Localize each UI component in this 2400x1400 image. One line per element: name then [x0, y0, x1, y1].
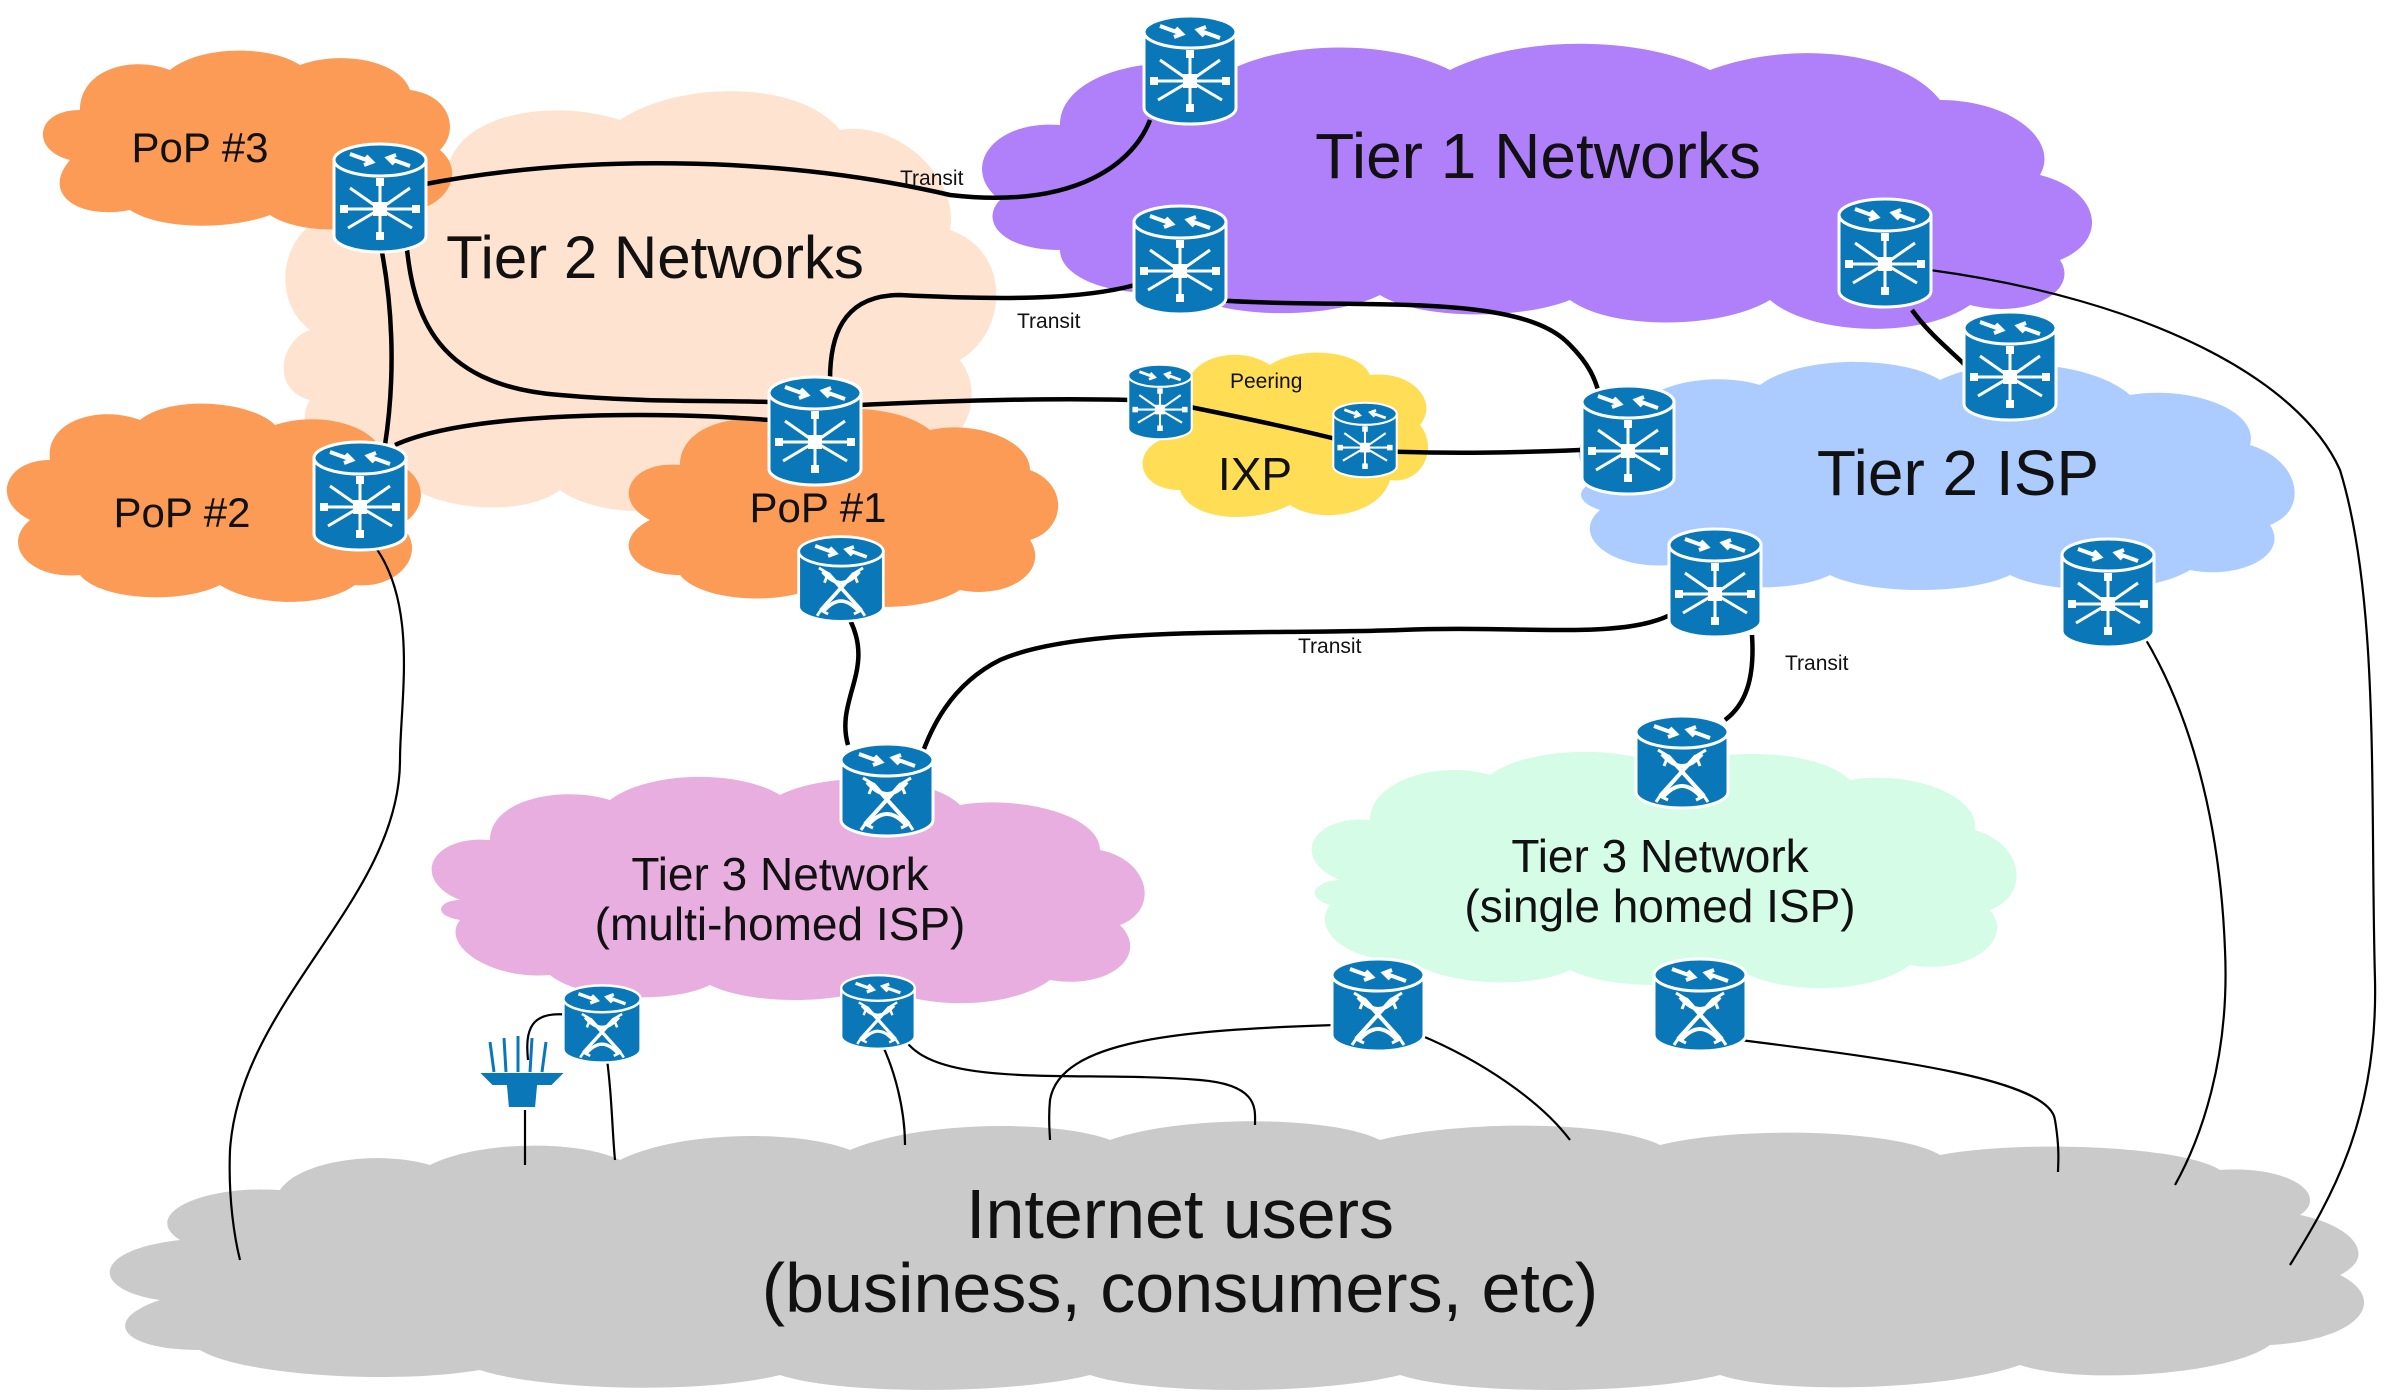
router-icon: [1331, 401, 1399, 479]
link-tier2isp-router-internet: [2139, 629, 2227, 1186]
router-icon: [767, 375, 863, 487]
router-icon: [1142, 14, 1238, 126]
tier2-isp-label: Tier 2 ISP: [1817, 437, 2099, 509]
link-t3m-switch-b-internet-2: [904, 1039, 1257, 1126]
tier3-multi-label-line2: (multi-homed ISP): [595, 898, 966, 950]
link-pop3-pop1: [402, 224, 771, 405]
router-icon: [1837, 197, 1933, 309]
wireless-access-point-icon: [475, 1036, 569, 1109]
tier2-isp-cloud: [1578, 361, 2295, 590]
link-t3s-switch-a-internet-2: [1419, 1033, 1571, 1141]
pop3-label: PoP #3: [131, 124, 268, 171]
link-t3s-switch-a-internet-1: [1048, 1023, 1336, 1141]
tier3-multi-homed-cloud: [431, 776, 1145, 1004]
switch-icon: [1652, 957, 1748, 1053]
router-icon: [2060, 537, 2156, 649]
link-pop1-t3m: [843, 618, 861, 746]
link-ixp-internal: [1179, 402, 1341, 443]
tier3-single-label-line1: Tier 3 Network: [1511, 830, 1809, 882]
ixp-label: IXP: [1218, 448, 1292, 500]
switch-icon: [796, 534, 886, 624]
tier3-single-label-line2: (single homed ISP): [1464, 880, 1855, 932]
link-tier1-router-tier2isp: [1910, 308, 1967, 367]
link-pop2-pop1: [394, 412, 771, 448]
pop1-cloud: [628, 408, 1059, 607]
pop1-label: PoP #1: [749, 484, 886, 531]
link-tier2isp-t3s: [1723, 634, 1755, 722]
switch-icon: [839, 742, 935, 838]
switch-icon: [1634, 714, 1730, 810]
link-tier1-router-internet: [1929, 268, 2377, 1266]
link-tier1-tier2isp: [1214, 297, 1601, 391]
link-tier2isp-t3m: [917, 612, 1672, 761]
router-icon: [332, 142, 428, 254]
link-pop3-tier1: [419, 119, 1153, 200]
transit-label-pop3-tier1: Transit: [900, 167, 964, 190]
router-icon: [1962, 310, 2058, 422]
tier3-single-homed-cloud: [1311, 751, 2017, 989]
devices: [312, 14, 2156, 1109]
switch-icon: [1330, 957, 1426, 1053]
link-pop2-internet: [228, 539, 406, 1261]
router-icon: [1580, 384, 1676, 496]
transit-label-tier2isp-t3m: Transit: [1298, 635, 1362, 658]
transit-label-tier2isp-t3s: Transit: [1785, 652, 1849, 675]
pop2-label: PoP #2: [113, 489, 250, 536]
router-icon: [1132, 204, 1228, 316]
switch-icon: [839, 973, 917, 1051]
peering-label: Peering: [1230, 370, 1302, 393]
router-icon: [1667, 527, 1763, 639]
transit-label-pop1-tier1: Transit: [1017, 310, 1081, 333]
link-t3s-switch-b-internet: [1739, 1038, 2060, 1173]
internet-users-cloud: [109, 1121, 2365, 1390]
internet-users-label-line1: Internet users: [966, 1175, 1394, 1253]
tier1-networks-cloud: [982, 43, 2093, 329]
link-pop1-tier1: [827, 282, 1136, 381]
switch-icon: [561, 983, 643, 1065]
router-icon: [1126, 363, 1194, 441]
link-t3m-switch-a-internet-1: [526, 1013, 571, 1061]
router-icon: [312, 440, 408, 552]
link-pop1-ixp: [859, 396, 1131, 408]
link-t3m-switch-b-internet: [879, 1039, 907, 1146]
links-thin: [228, 268, 2377, 1266]
tier2-networks-label: Tier 2 Networks: [446, 224, 864, 291]
internet-users-label-line2: (business, consumers, etc): [762, 1249, 1598, 1327]
tier3-multi-label-line1: Tier 3 Network: [631, 848, 929, 900]
tier1-label: Tier 1 Networks: [1315, 120, 1761, 192]
